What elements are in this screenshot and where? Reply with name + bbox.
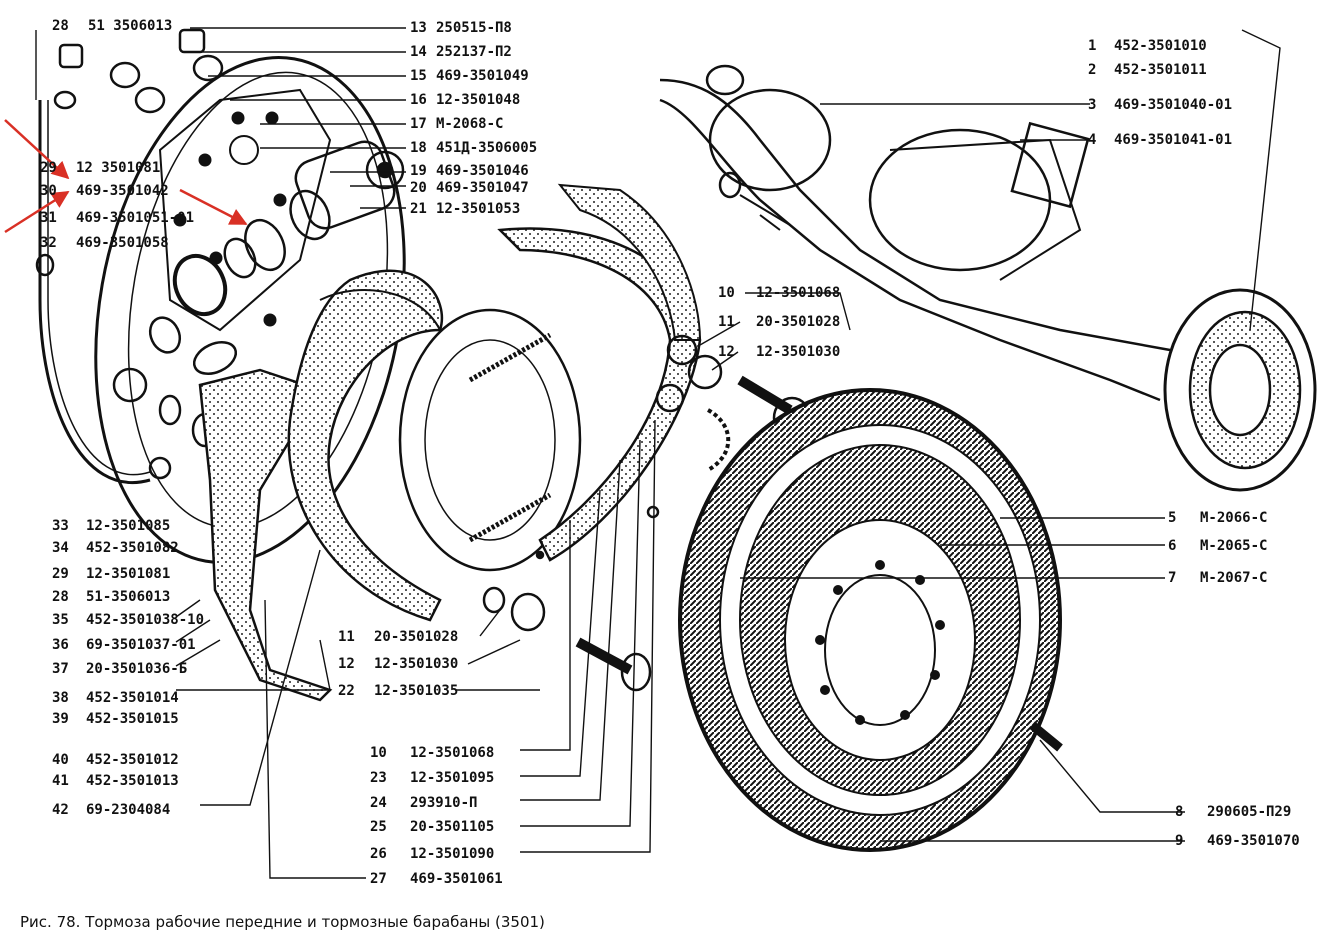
shoe-pair-with-springs <box>398 308 582 572</box>
front-axle-assembly <box>659 64 1317 492</box>
brake-drum <box>678 388 1063 852</box>
leader-lines <box>35 27 1281 879</box>
figure-caption: Рис. 78. Тормоза рабочие передние и торм… <box>20 913 545 931</box>
center-brake-shoe <box>287 269 444 622</box>
washers-and-pins <box>482 334 812 692</box>
backing-plate <box>94 56 406 564</box>
wheel-cylinder-parts <box>35 28 405 484</box>
red-arrow-annotations <box>4 119 248 234</box>
